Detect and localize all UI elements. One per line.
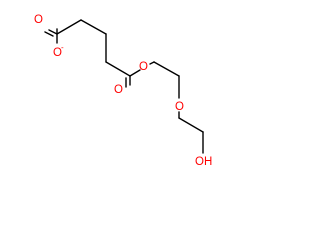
atom-o-carboxylate: O	[53, 47, 62, 59]
bond-carboxyl-double-b	[44, 31, 54, 37]
bond-chain-1	[56, 19, 82, 35]
atom-labels: O O - O O O OH	[34, 14, 212, 168]
bonds	[44, 19, 204, 154]
bond-ethylene-2	[178, 117, 204, 133]
bond-chain-4	[105, 61, 131, 77]
atom-o-carbonyl-top: O	[34, 14, 43, 26]
atom-o-ether: O	[175, 101, 184, 113]
bond-ester-single	[129, 69, 141, 77]
bond-ethylene-1	[153, 61, 180, 77]
bond-ester-o-ch2	[149, 61, 155, 65]
atom-oh-hydroxyl: OH	[195, 156, 212, 168]
charge-negative: -	[61, 43, 64, 52]
molecule-structure: O O - O O O OH	[34, 14, 212, 168]
atom-o-ester-single: O	[139, 61, 148, 73]
bond-chain-2	[80, 19, 107, 35]
bond-carboxyl-double-a2	[48, 29, 58, 35]
atom-o-ester-double: O	[114, 84, 123, 96]
